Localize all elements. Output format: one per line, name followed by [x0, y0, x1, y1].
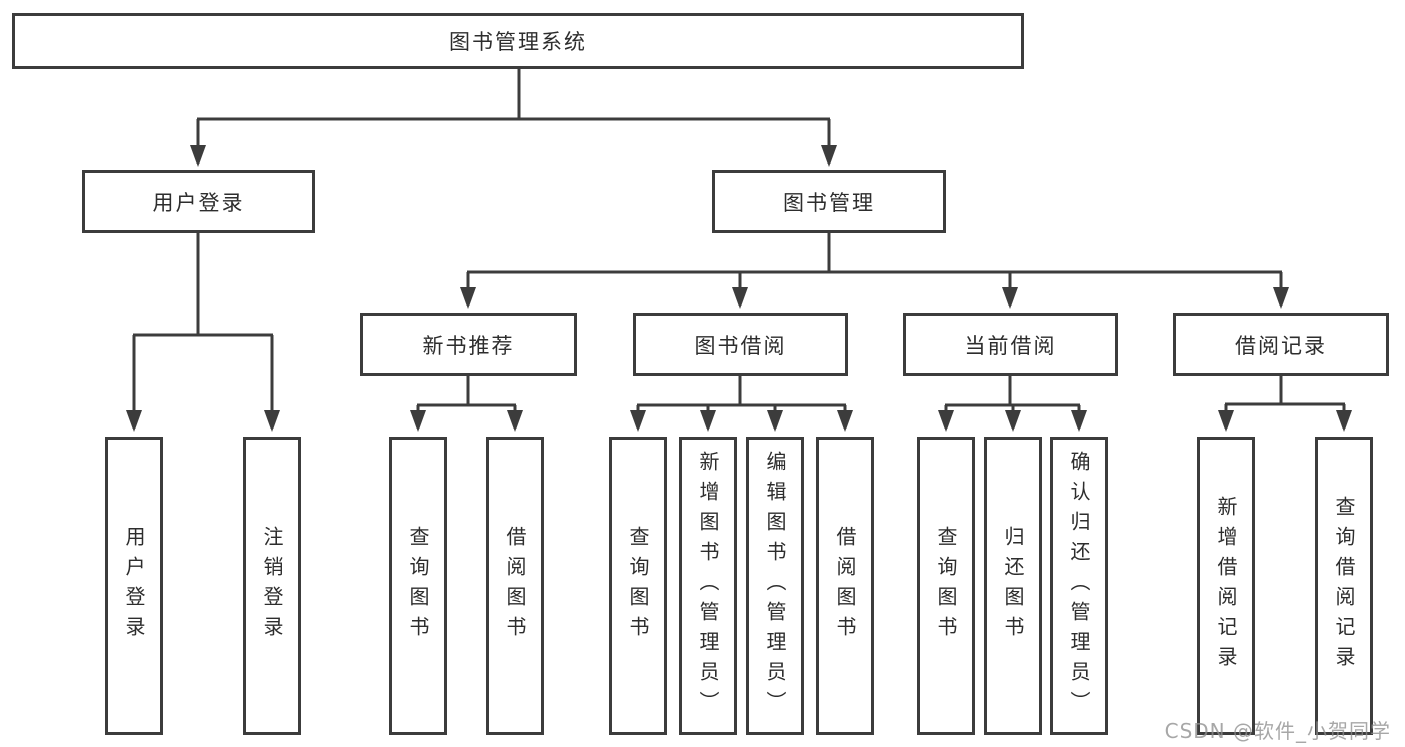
leaf-label: 查询借阅记录 — [1332, 496, 1356, 676]
leaf-records-query-record: 查询借阅记录 — [1315, 437, 1373, 735]
node-label: 图书管理 — [783, 190, 875, 215]
leaf-borrow-add-books-admin: 新增图书（管理员） — [679, 437, 737, 735]
leaf-current-query-books: 查询图书 — [917, 437, 975, 735]
node-book-borrow: 图书借阅 — [633, 313, 848, 376]
node-label: 借阅记录 — [1235, 333, 1327, 358]
leaf-borrow-query-books: 查询图书 — [609, 437, 667, 735]
node-user-login: 用户登录 — [82, 170, 315, 233]
node-label: 图书管理系统 — [449, 30, 587, 54]
leaf-logout: 注销登录 — [243, 437, 301, 735]
node-borrow-records: 借阅记录 — [1173, 313, 1389, 376]
node-label: 用户登录 — [152, 190, 245, 215]
leaf-label: 新增图书（管理员） — [696, 451, 720, 721]
leaf-label: 借阅图书 — [503, 526, 527, 646]
leaf-recommend-borrow-books: 借阅图书 — [486, 437, 544, 735]
leaf-label: 查询图书 — [406, 526, 430, 646]
leaf-label: 新增借阅记录 — [1214, 496, 1238, 676]
leaf-recommend-query-books: 查询图书 — [389, 437, 447, 735]
node-book-management: 图书管理 — [712, 170, 946, 233]
leaf-label: 查询图书 — [934, 526, 958, 646]
leaf-user-login: 用户登录 — [105, 437, 163, 735]
node-root-system: 图书管理系统 — [12, 13, 1024, 69]
node-label: 当前借阅 — [964, 333, 1057, 358]
leaf-label: 注销登录 — [260, 526, 284, 646]
leaf-borrow-borrow-books: 借阅图书 — [816, 437, 874, 735]
leaf-label: 用户登录 — [122, 526, 146, 646]
leaf-label: 归还图书 — [1001, 526, 1025, 646]
leaf-label: 查询图书 — [626, 526, 650, 646]
leaf-label: 借阅图书 — [833, 526, 857, 646]
leaf-borrow-edit-books-admin: 编辑图书（管理员） — [746, 437, 804, 735]
csdn-watermark: CSDN @软件_小贺同学 — [1164, 719, 1391, 743]
leaf-label: 编辑图书（管理员） — [763, 451, 787, 721]
leaf-current-confirm-return-admin: 确认归还（管理员） — [1050, 437, 1108, 735]
node-new-book-recommend: 新书推荐 — [360, 313, 577, 376]
leaf-label: 确认归还（管理员） — [1067, 451, 1091, 721]
node-current-borrow: 当前借阅 — [903, 313, 1118, 376]
leaf-records-add-record: 新增借阅记录 — [1197, 437, 1255, 735]
node-label: 图书借阅 — [694, 333, 787, 358]
leaf-current-return-books: 归还图书 — [984, 437, 1042, 735]
node-label: 新书推荐 — [422, 333, 515, 358]
